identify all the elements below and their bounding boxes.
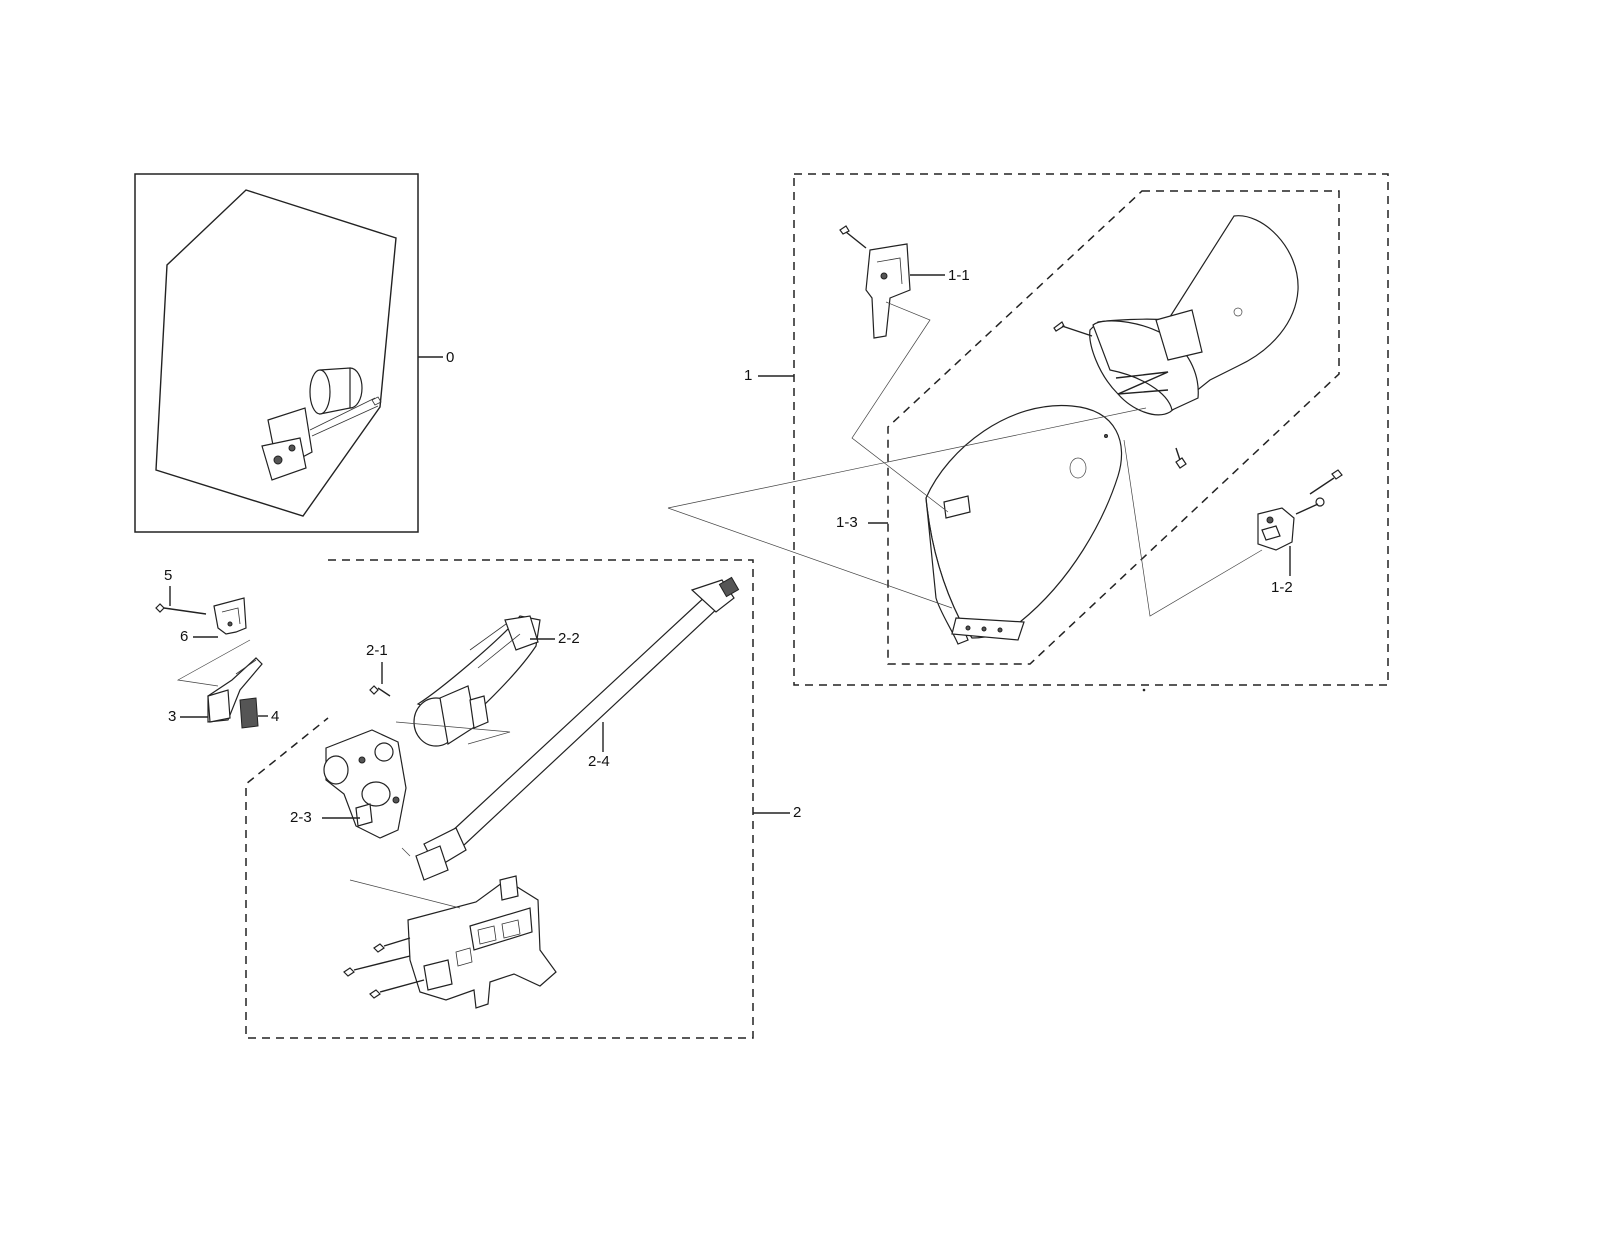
label-3: 3 [168, 708, 177, 725]
part-1-1-bracket [839, 225, 911, 339]
label-2-1: 2-1 [366, 642, 388, 659]
part-1-3-duct [925, 404, 1122, 645]
ref-lines-assembly-1 [667, 301, 1263, 617]
label-0: 0 [446, 349, 455, 366]
part-2-1-screw [369, 685, 391, 697]
part-2-3-gas-valve [323, 721, 511, 857]
part-1-2-sensor [1257, 469, 1343, 551]
part-2-2-burner-tube [413, 615, 541, 747]
label-1-2: 1-2 [1271, 579, 1293, 596]
label-2: 2 [793, 804, 802, 821]
part-5-screw [155, 603, 207, 615]
part-duct-outer [1053, 215, 1299, 469]
part-3-igniter [176, 639, 263, 723]
part-2-4-tube [415, 576, 740, 881]
label-4: 4 [271, 708, 280, 725]
part-6-clip [213, 597, 247, 635]
label-1-1: 1-1 [948, 267, 970, 284]
label-6: 6 [180, 628, 189, 645]
assembly-2-frame [245, 559, 754, 1039]
assembly-1-frame [793, 173, 1389, 686]
part-4-pad [239, 697, 259, 729]
assembly-0-overview [155, 189, 397, 517]
assembly-1-3-frame [887, 190, 1340, 665]
label-1-3: 1-3 [836, 514, 858, 531]
assembly-0-frame [134, 173, 419, 533]
label-2-2: 2-2 [558, 630, 580, 647]
part-bracket-plate [343, 875, 557, 1009]
label-1: 1 [744, 367, 753, 384]
label-5: 5 [164, 567, 173, 584]
label-2-3: 2-3 [290, 809, 312, 826]
label-2-4: 2-4 [588, 753, 610, 770]
